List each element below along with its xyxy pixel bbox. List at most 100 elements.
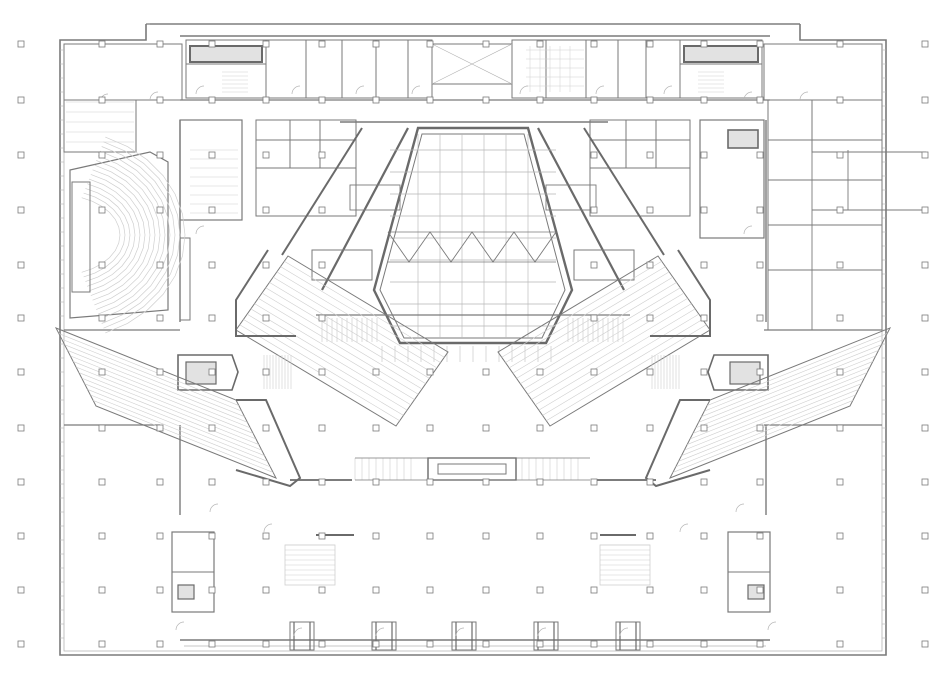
column <box>700 424 708 432</box>
stair-tread <box>246 313 408 411</box>
seat-row <box>87 183 136 287</box>
stair-tread <box>675 394 856 468</box>
grid-marker-east <box>921 424 929 432</box>
door-swing <box>355 85 365 95</box>
entrance-vestibule <box>289 621 315 651</box>
column <box>836 586 844 594</box>
column <box>836 96 844 104</box>
column <box>536 478 544 486</box>
column <box>646 586 654 594</box>
grid-markers <box>17 40 929 648</box>
door-swing <box>293 627 303 637</box>
column <box>262 40 270 48</box>
atrium-outline <box>372 126 574 345</box>
column <box>536 586 544 594</box>
north-room <box>341 39 377 99</box>
seat-row <box>88 178 141 292</box>
column <box>482 96 490 104</box>
column <box>208 40 216 48</box>
column <box>156 206 164 214</box>
grid-marker-west <box>17 206 25 214</box>
column <box>318 368 326 376</box>
stair-tread <box>512 276 674 374</box>
north-room <box>375 39 409 99</box>
column <box>482 368 490 376</box>
column <box>156 314 164 322</box>
stair-tread <box>254 303 415 400</box>
column <box>536 424 544 432</box>
column <box>756 640 764 648</box>
column <box>426 40 434 48</box>
atrium-inner <box>379 133 566 339</box>
column <box>208 640 216 648</box>
inner-outline <box>63 44 883 652</box>
stair-tread <box>701 344 882 417</box>
column <box>372 368 380 376</box>
door-swing <box>767 621 777 631</box>
column <box>646 424 654 432</box>
stair-tread <box>75 366 257 440</box>
grid-marker-west <box>17 151 25 159</box>
column <box>98 424 106 432</box>
stair-tread <box>546 324 707 421</box>
reception-counter <box>437 463 507 475</box>
stair-tread <box>520 287 681 384</box>
buttress-wall <box>321 127 409 291</box>
stair-tread <box>61 338 242 412</box>
column <box>98 368 106 376</box>
column <box>208 424 216 432</box>
stair-flight <box>497 255 711 427</box>
column <box>700 96 708 104</box>
stair-core-east <box>727 129 759 149</box>
column <box>318 96 326 104</box>
column <box>646 532 654 540</box>
column <box>262 206 270 214</box>
grid-marker-west <box>17 424 25 432</box>
column <box>262 261 270 269</box>
lift-shaft <box>185 361 217 385</box>
column <box>262 151 270 159</box>
stair-tread <box>70 355 251 429</box>
door-swing <box>619 627 629 637</box>
stair-tread <box>508 271 670 369</box>
grid-marker-east <box>921 586 929 594</box>
lift-core-west <box>177 354 239 391</box>
column <box>756 261 764 269</box>
door-swing <box>595 85 605 95</box>
column <box>262 368 270 376</box>
stair-wall <box>650 249 711 337</box>
gallery-room <box>545 184 597 211</box>
grid-marker-west <box>17 40 25 48</box>
door-swing <box>663 85 673 95</box>
column <box>836 532 844 540</box>
stair-tread <box>261 292 423 390</box>
column <box>482 586 490 594</box>
east-office-cluster <box>767 99 883 331</box>
grid-marker-west <box>17 314 25 322</box>
door-swing <box>195 85 205 95</box>
door-swing <box>743 91 753 101</box>
column <box>536 640 544 648</box>
stage <box>71 181 91 293</box>
buttress-wall <box>583 127 665 256</box>
column <box>646 368 654 376</box>
grid-marker-east <box>921 532 929 540</box>
column <box>836 206 844 214</box>
stair-tread <box>269 282 430 379</box>
column <box>372 640 380 648</box>
stair-outline <box>235 255 449 427</box>
lift-core-east <box>707 354 769 391</box>
door-swing <box>375 627 385 637</box>
door-swing <box>743 225 753 235</box>
column <box>208 314 216 322</box>
column <box>208 261 216 269</box>
column <box>98 96 106 104</box>
north-room <box>511 39 547 99</box>
seat-row <box>103 141 181 329</box>
grid-marker-east <box>921 151 929 159</box>
service-shaft <box>177 584 195 600</box>
column <box>98 586 106 594</box>
stair-tread <box>698 350 879 423</box>
column <box>836 478 844 486</box>
column <box>98 640 106 648</box>
